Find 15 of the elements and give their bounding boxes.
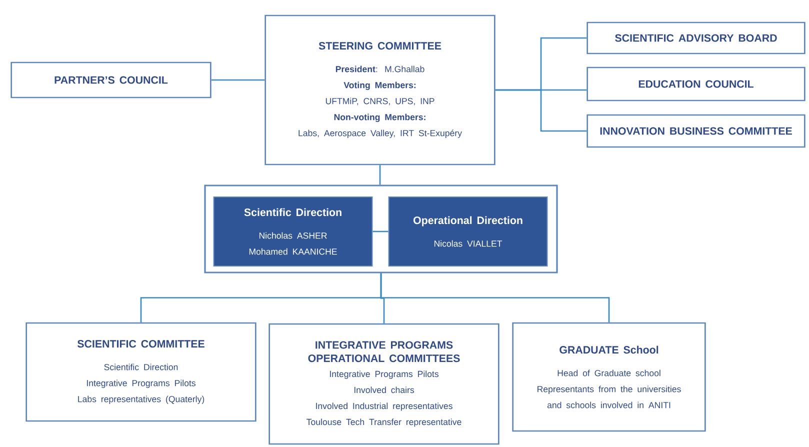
committee-box: INNOVATION BUSINESS COMMITTEE <box>586 114 806 148</box>
direction-box: Operational Direction Nicolas VIALLET <box>388 196 548 267</box>
committee-box: INTEGRATIVE PROGRAMS OPERATIONAL COMMITTEES Integrative Programs Pilots Involved chairs Involved Industrial representatives Toulouse Tech Transfer representative <box>268 323 500 445</box>
committee-box: SCIENTIFIC COMMITTEE Scientific Direction Integrative Programs Pilots Labs representatives (Quaterly) <box>26 322 256 422</box>
committee-box: STEERING COMMITTEE President: M.Ghallab Voting Members: UFTMiP, CNRS, UPS, INP Non-voting Members: Labs, Aerospace Valley, IRT St-Exupéry <box>264 14 496 166</box>
connector-line <box>211 79 265 81</box>
connector-line <box>379 165 381 185</box>
direction-box: Scientific Direction Nicholas ASHER Mohamed KAANICHE <box>213 196 373 267</box>
committee-box: EDUCATION COUNCIL <box>586 66 806 102</box>
committee-box: GRADUATE School Head of Graduate school Representants from the universities and schools involved in ANITI <box>512 322 706 432</box>
committee-box: PARTNER’S COUNCIL <box>10 62 212 98</box>
connector-line <box>380 273 610 322</box>
committee-box: SCIENTIFIC ADVISORY BOARD <box>586 22 806 54</box>
connector-line <box>372 230 388 232</box>
connector-line <box>495 89 587 132</box>
